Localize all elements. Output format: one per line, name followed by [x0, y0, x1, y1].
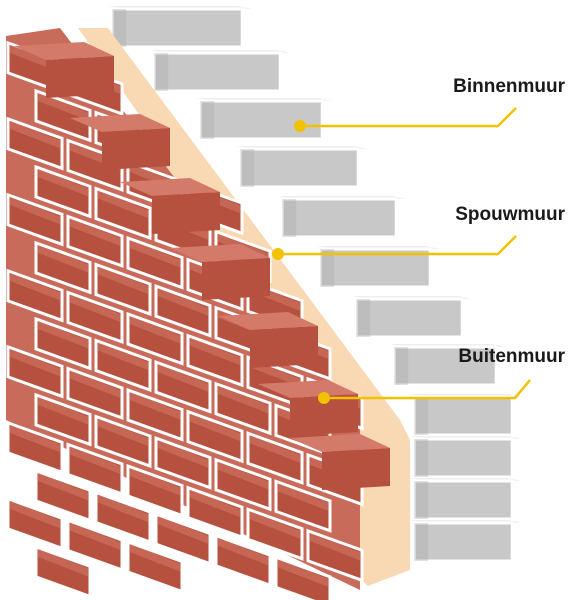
outer-brick-highlight	[70, 218, 120, 246]
outer-brick-highlight	[38, 92, 88, 121]
outer-brick-highlight	[158, 288, 208, 316]
outer-brick-highlight	[70, 294, 120, 322]
outer-brick-highlight	[38, 168, 88, 197]
outer-brick-highlight	[250, 511, 300, 539]
edge-brick-front	[202, 258, 270, 300]
label-outer-wall: Buitenmuur	[458, 346, 565, 367]
inner-block-shade	[200, 101, 215, 139]
inner-block-shade	[282, 199, 297, 237]
outer-brick-highlight	[10, 196, 60, 225]
edge-brick-top	[218, 312, 318, 330]
outer-brick-highlight	[218, 537, 268, 566]
outer-brick-highlight	[130, 468, 180, 496]
leader-line-1	[278, 235, 517, 256]
edge-brick-top	[120, 178, 220, 196]
edge-brick-front	[250, 326, 318, 368]
outer-brick-highlight	[130, 240, 180, 268]
edge-brick-front	[102, 128, 170, 170]
outer-brick-highlight	[218, 461, 268, 490]
outer-brick-highlight	[98, 418, 148, 446]
inner-block-shade	[414, 397, 429, 435]
inner-block-shade	[356, 299, 371, 337]
outer-brick-highlight	[278, 559, 328, 587]
edge-brick-front	[322, 448, 390, 490]
outer-brick-highlight	[98, 342, 148, 370]
inner-block	[198, 99, 324, 141]
inner-block-shade	[414, 481, 429, 519]
outer-brick-highlight	[130, 392, 180, 420]
edge-brick-top	[290, 434, 390, 452]
outer-brick-highlight	[98, 190, 148, 218]
outer-brick-highlight	[218, 385, 268, 414]
inner-block	[280, 197, 398, 239]
labels: Binnenmuur Spouwmuur Buitenmuur	[453, 76, 565, 367]
inner-block	[238, 147, 360, 189]
outer-brick-highlight	[98, 494, 148, 522]
outer-brick-highlight	[38, 472, 88, 501]
outer-brick-highlight	[190, 413, 240, 442]
outer-brick-highlight	[38, 548, 88, 577]
leader-line-2	[324, 379, 531, 400]
inner-block-shade	[320, 249, 335, 287]
inner-block-shade	[112, 9, 127, 47]
inner-block	[412, 437, 514, 479]
outer-brick-highlight	[130, 316, 180, 344]
outer-brick-highlight	[70, 522, 120, 550]
outer-brick-highlight	[190, 337, 240, 366]
inner-block	[412, 395, 514, 437]
outer-brick-highlight	[38, 396, 88, 425]
edge-brick-front	[290, 394, 358, 436]
outer-brick-highlight	[130, 544, 180, 572]
edge-brick-top	[170, 244, 270, 262]
leader-dot-0	[294, 120, 306, 132]
edge-brick-front	[46, 56, 114, 98]
inner-block-shade	[414, 439, 429, 477]
outer-brick-highlight	[158, 364, 208, 392]
outer-brick-highlight	[10, 348, 60, 377]
outer-brick-highlight	[310, 532, 360, 561]
edge-brick-top	[14, 42, 114, 60]
outer-brick-highlight	[190, 489, 240, 518]
outer-wall-bricks	[6, 28, 390, 600]
inner-wall-blocks	[108, 6, 522, 563]
leader-lines	[272, 107, 531, 404]
label-cavity-wall: Spouwmuur	[455, 204, 565, 225]
outer-brick-highlight	[158, 516, 208, 544]
outer-brick-highlight	[158, 440, 208, 468]
outer-brick-highlight	[38, 244, 88, 273]
inner-block	[392, 345, 498, 387]
edge-brick-top	[70, 114, 170, 132]
inner-block-shade	[394, 347, 409, 385]
outer-brick-highlight	[70, 446, 120, 474]
outer-brick-highlight	[250, 435, 300, 463]
leader-dot-2	[318, 392, 330, 404]
outer-brick-highlight	[10, 272, 60, 301]
outer-brick-highlight	[10, 500, 60, 529]
inner-block-shade	[240, 149, 255, 187]
outer-brick-highlight	[10, 120, 60, 149]
inner-block	[318, 247, 432, 289]
edge-brick-top	[258, 380, 358, 398]
inner-block-shade	[414, 523, 429, 561]
leader-line-0	[300, 107, 517, 128]
outer-brick-highlight	[10, 424, 60, 453]
inner-block-shade	[154, 53, 169, 91]
inner-block	[412, 479, 514, 521]
outer-brick-highlight	[98, 266, 148, 294]
outer-brick-highlight	[38, 320, 88, 349]
inner-block	[152, 51, 282, 93]
edge-brick-front	[152, 192, 220, 234]
inner-block	[110, 7, 244, 49]
leader-dot-1	[272, 248, 284, 260]
outer-brick-highlight	[70, 370, 120, 398]
label-inner-wall: Binnenmuur	[453, 76, 565, 97]
outer-brick-highlight	[278, 483, 328, 511]
inner-block	[354, 297, 464, 339]
inner-block	[412, 521, 514, 563]
